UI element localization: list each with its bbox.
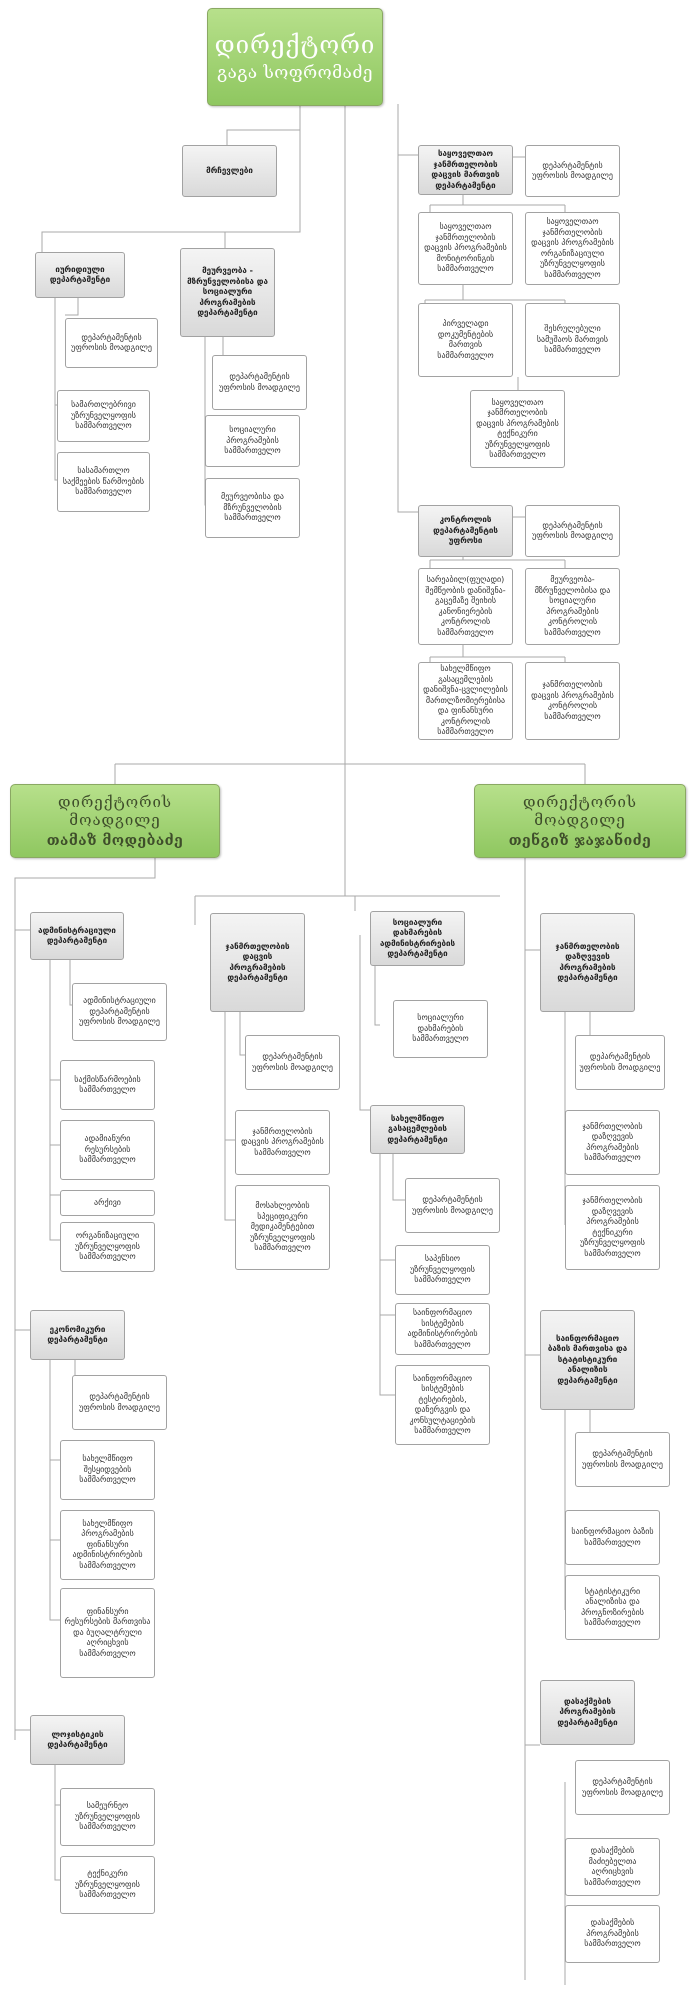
cash-allowance-control-unit-box[interactable]: სარეაბილ(ფუღადი) შემწეობის დანიშვნა-გაცე… <box>418 568 513 645</box>
state-payouts-deputy-head-box[interactable]: დეპარტამენტის უფროსის მოადგილე <box>405 1178 500 1233</box>
primary-documents-unit-box[interactable]: პირველადი დოკუმენტების მართვის სამმართვე… <box>418 303 513 377</box>
deputy-right-name: თენგიზ ჯაჯანიძე <box>508 833 652 849</box>
control-dept-head-box[interactable]: კონტროლის დეპარტამენტის უფროსი <box>418 505 513 557</box>
social-aid-unit-box[interactable]: სოციალური დახმარების სამმართველო <box>393 1000 488 1058</box>
archive-unit-box[interactable]: არქივი <box>60 1190 155 1216</box>
health-insurance-technical-unit-box[interactable]: ჯანმრთელობის დაზღვევის პროგრამების ტექნი… <box>565 1185 660 1270</box>
advisers-box[interactable]: მრჩევლები <box>182 145 277 197</box>
health-programs-unit-box[interactable]: ჯანმრთელობის დაცვის პროგრამების სამმართვ… <box>235 1110 330 1175</box>
info-systems-admin-unit-box[interactable]: საინფორმაციო სისტემების ადმინისტრირების … <box>395 1303 490 1355</box>
universal-health-organizational-unit-box[interactable]: საყოველთაო ჯანმრთელობის დაცვის პროგრამებ… <box>525 212 620 285</box>
info-base-unit-box[interactable]: საინფორმაციო ბაზის სამმართველო <box>565 1510 660 1565</box>
technical-support-unit-box[interactable]: ტექნიკური უზრუნველყოფის სამმართველო <box>60 1856 155 1914</box>
health-programs-dept-box[interactable]: ჯანმრთელობის დაცვის პროგრამების დეპარტამ… <box>210 913 305 1012</box>
financial-resources-accounting-unit-box[interactable]: ფინანსური რესურსების მართვისა და ბუღალტრ… <box>60 1588 155 1678</box>
legal-support-unit-box[interactable]: სამართლებრივი უზრუნველყოფის სამმართველო <box>57 390 150 442</box>
deputy-right-title: დირექტორის მოადგილე <box>523 793 637 829</box>
health-insurance-deputy-head-box[interactable]: დეპარტამენტის უფროსის მოადგილე <box>575 1035 665 1090</box>
health-programs-deputy-head-box[interactable]: დეპარტამენტის უფროსის მოადგილე <box>245 1035 340 1090</box>
logistics-dept-box[interactable]: ლოჯისტიკის დეპარტამენტი <box>30 1715 125 1765</box>
admin-dept-deputy-head-box[interactable]: ადმინისტრაციული დეპარტამენტის უფროსის მო… <box>72 983 167 1041</box>
universal-health-monitoring-unit-box[interactable]: საყოველთაო ჯანმრთელობის დაცვის პროგრამებ… <box>418 212 513 285</box>
employment-programs-dept-box[interactable]: დასაქმების პროგრამების დეპარტამენტი <box>540 1680 635 1745</box>
statistics-forecasting-unit-box[interactable]: სტატისტიკური ანალიზისა და პროგნოზირების … <box>565 1575 660 1640</box>
job-seekers-registration-unit-box[interactable]: დასაქმების მაძიებელთა აღრიცხვის სამმართვ… <box>565 1838 660 1896</box>
guardianship-unit-box[interactable]: მეურვეობისა და მზრუნველობის სამმართველო <box>205 478 300 538</box>
legal-dept-box[interactable]: იურიდიული დეპარტამენტი <box>35 252 125 298</box>
economic-dept-box[interactable]: ეკონომიკური დეპარტამენტი <box>30 1310 125 1360</box>
deputy-left-name: თამაზ მოდებაძე <box>46 833 184 849</box>
organizational-support-unit-box[interactable]: ორგანიზაციული უზრუნველყოფის სამმართველო <box>60 1222 155 1272</box>
economic-deputy-head-box[interactable]: დეპარტამენტის უფროსის მოადგილე <box>72 1375 167 1430</box>
deputy-right-box[interactable]: დირექტორის მოადგილე თენგიზ ჯაჯანიძე <box>474 784 686 858</box>
guardianship-deputy-head-box[interactable]: დეპარტამენტის უფროსის მოადგილე <box>212 355 307 410</box>
household-support-unit-box[interactable]: სამეურნეო უზრუნველყოფის სამმართველო <box>60 1788 155 1846</box>
info-systems-testing-unit-box[interactable]: საინფორმაციო სისტემების ტესტირების, დანე… <box>395 1365 490 1445</box>
legal-deputy-head-box[interactable]: დეპარტამენტის უფროსის მოადგილე <box>65 318 158 368</box>
state-programs-finance-unit-box[interactable]: სახელმწიფო პროგრამების ფინანსური ადმინის… <box>60 1510 155 1580</box>
specific-medicines-unit-box[interactable]: მოსახლეობის სპეციფიკური მედიკამენტებით უ… <box>235 1185 330 1270</box>
employment-deputy-head-box[interactable]: დეპარტამენტის უფროსის მოადგილე <box>575 1760 670 1815</box>
human-resources-unit-box[interactable]: ადამიანური რესურსების სამმართველო <box>60 1120 155 1180</box>
state-payouts-control-unit-box[interactable]: სახელმწიფო გასაცემლების დანიშვნა-ცვლილებ… <box>418 662 513 740</box>
guardianship-programs-control-unit-box[interactable]: მეურვეობა-მზრუნველობისა და სოციალური პრო… <box>525 568 620 645</box>
info-base-statistics-dept-box[interactable]: საინფორმაციო ბაზის მართვისა და სტატისტიკ… <box>540 1310 635 1410</box>
court-cases-unit-box[interactable]: სასამართლო საქმეების წარმოების სამმართვე… <box>57 452 150 512</box>
universal-health-management-dept-box[interactable]: საყოველთაო ჯანმრთელობის დაცვის მართვის დ… <box>418 145 513 195</box>
health-programs-control-unit-box[interactable]: ჯანმრთელობის დაცვის პროგრამების კონტროლი… <box>525 662 620 740</box>
social-aid-admin-dept-box[interactable]: სოციალური დახმარების ადმინისტრირების დეპ… <box>370 911 465 966</box>
director-name: გაგა სოფრომაძე <box>217 63 373 83</box>
director-title: დირექტორი <box>214 31 376 59</box>
administrative-dept-box[interactable]: ადმინისტრაციული დეპარტამენტი <box>30 912 124 960</box>
info-base-deputy-head-box[interactable]: დეპარტამენტის უფროსის მოადგილე <box>575 1432 670 1487</box>
deputy-left-box[interactable]: დირექტორის მოადგილე თამაზ მოდებაძე <box>10 784 220 858</box>
employment-programs-unit-box[interactable]: დასაქმების პროგრამების სამმართველო <box>565 1905 660 1963</box>
completed-work-unit-box[interactable]: შესრულებული სამუშაოს მართვის სამმართველო <box>525 303 620 377</box>
health-insurance-programs-dept-box[interactable]: ჯანმრთელობის დაზღვევის პროგრამების დეპარ… <box>540 913 635 1012</box>
universal-health-technical-unit-box[interactable]: საყოველთაო ჯანმრთელობის დაცვის პროგრამებ… <box>470 390 565 468</box>
deputy-left-title: დირექტორის მოადგილე <box>58 793 172 829</box>
control-deputy-head-box[interactable]: დეპარტამენტის უფროსის მოადგილე <box>525 505 620 557</box>
guardianship-social-programs-dept-box[interactable]: მეურვეობა - მზრუნველობისა და სოციალური პ… <box>180 248 275 337</box>
social-programs-unit-box[interactable]: სოციალური პროგრამების სამმართველო <box>205 415 300 467</box>
state-payouts-dept-box[interactable]: სახელმწიფო გასაცემლების დეპარტამენტი <box>370 1105 465 1154</box>
record-keeping-unit-box[interactable]: საქმისწარმოების სამმართველო <box>60 1060 155 1110</box>
health-mgmt-deputy-head-box[interactable]: დეპარტამენტის უფროსის მოადგილე <box>525 145 620 197</box>
state-procurement-unit-box[interactable]: სახელმწიფო შესყიდვების სამმართველო <box>60 1440 155 1500</box>
health-insurance-programs-unit-box[interactable]: ჯანმრთელობის დაზღვევის პროგრამების სამმა… <box>565 1110 660 1175</box>
pension-support-unit-box[interactable]: საპენსიო უზრუნველყოფის სამმართველო <box>395 1245 490 1295</box>
director-box[interactable]: დირექტორი გაგა სოფრომაძე <box>207 8 383 106</box>
